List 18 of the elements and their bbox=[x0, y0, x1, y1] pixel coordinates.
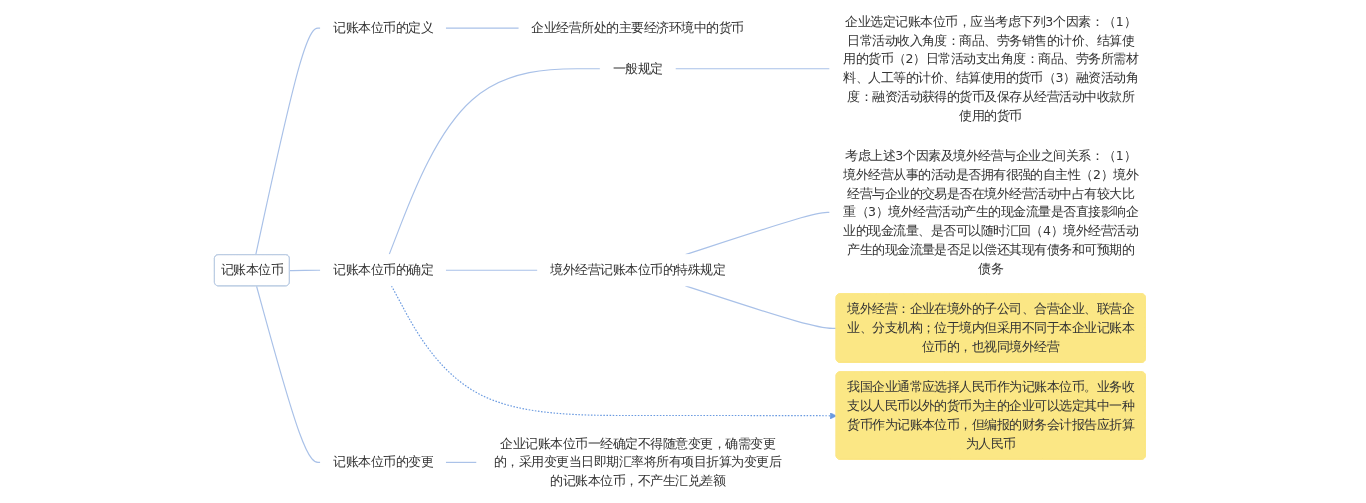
node-text: 企业选定记账本位币，应当考虑下列3个因素：（1）日常活动收入角度：商品、劳务销售的计价、结算使用的货币（2）日常活动支出角度：商品、劳务所需材料、人工等的计价、结算使用的货币（3）融资活动角度：融资活动获得的货币及保存从经营活动中收款所使用的货币 bbox=[843, 14, 1139, 123]
connector bbox=[444, 269, 539, 271]
node-text: 记账本位币的确定 bbox=[333, 262, 434, 278]
node-text: 记账本位币的定义 bbox=[333, 20, 434, 36]
arrow bbox=[390, 285, 837, 420]
node-text: 记账本位币的变更 bbox=[333, 454, 434, 470]
connector bbox=[388, 68, 601, 256]
connector bbox=[256, 285, 322, 463]
connector bbox=[674, 68, 831, 70]
connector bbox=[444, 27, 520, 29]
node-text: 企业经营所处的主要经济环境中的货币 bbox=[531, 20, 744, 36]
connector bbox=[289, 269, 322, 272]
node-text: 一般规定 bbox=[612, 60, 663, 76]
node-text: 境外经营记账本位币的特殊规定 bbox=[550, 262, 726, 278]
node-text: 考虑上述3个因素及境外经营与企业之间关系：（1）境外经营从事的活动是否拥有很强的自主性（2）境外经营与企业的交易是否在境外经营活动中占有较大比重（3）境外经营活动产生的现金流量是否直接影响企业的现金流量、是否可以随时汇回（4）境外经营活动产生的现金流量是否足以偿还其现有债务和可预期的债务 bbox=[843, 148, 1139, 276]
node-text: 企业记账本位币一经确定不得随意变更，确需变更的，采用变更当日即期汇率将所有项目折算为变更后的记账本位币，不产生汇兑差额 bbox=[493, 435, 782, 489]
connector bbox=[255, 27, 322, 256]
connector bbox=[444, 461, 478, 463]
